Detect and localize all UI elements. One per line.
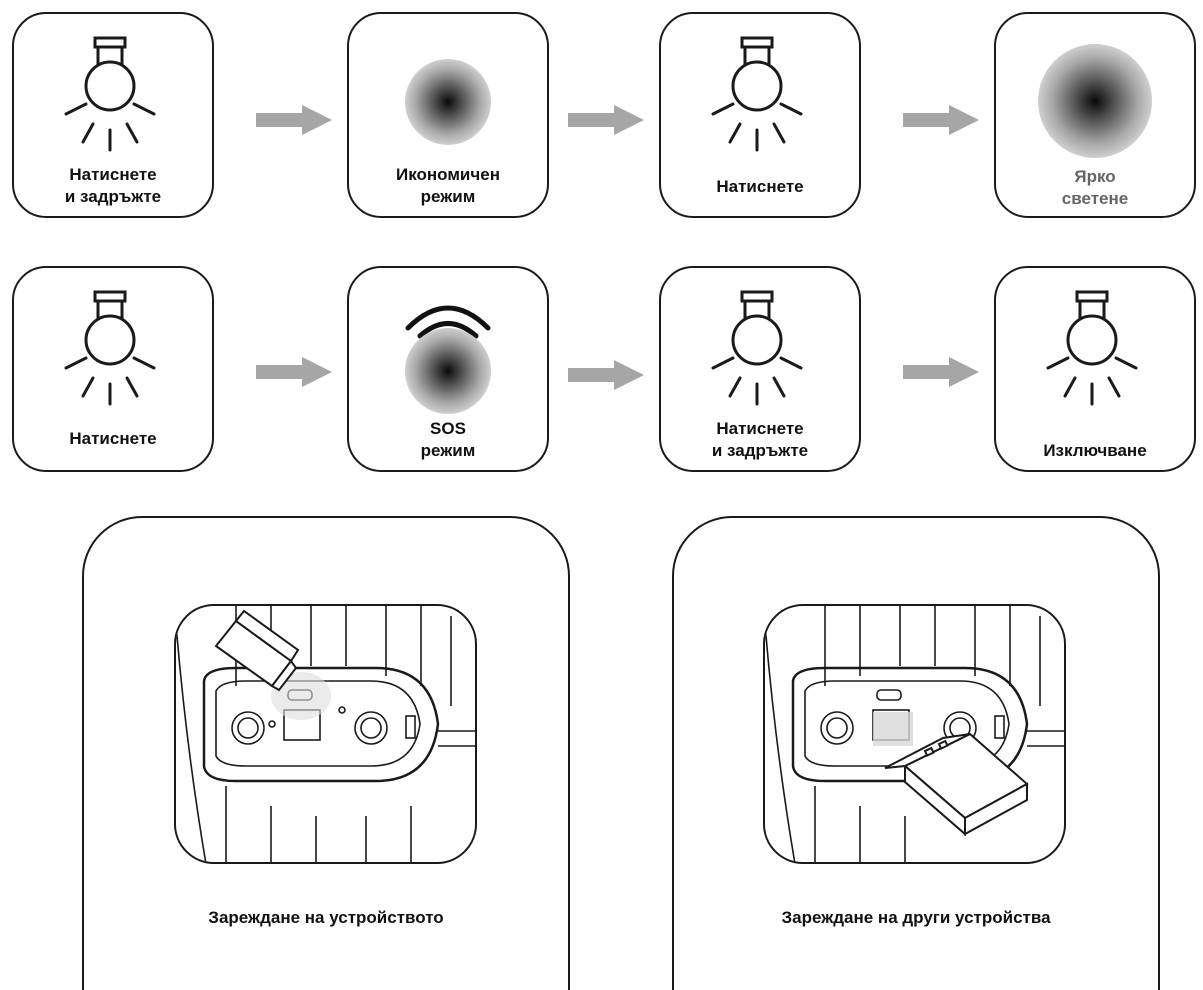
charging-others-panel: Зареждане на други устройства [672,516,1160,990]
bulb-icon [695,288,825,418]
step-label: Изключване [996,440,1194,462]
label-line-1: Натиснете [69,429,157,448]
bulb-icon [48,288,178,418]
step-card-eco-mode: Икономичен режим [347,12,549,218]
step-card-off: Изключване [994,266,1196,472]
arrow-right-icon [903,357,979,387]
charging-device-panel: Зареждане на устройството [82,516,570,990]
label-line-1: Изключване [1043,441,1147,460]
bulb-icon [1030,288,1160,418]
step-card-hold-2: Натиснете и задръжте [659,266,861,472]
usb-a-plug-icon [765,606,1064,862]
sos-glow-icon [405,305,491,414]
usb-c-cable-plugged-icon [176,606,475,862]
step-label: Икономичен режим [349,164,547,208]
label-line-1: Натиснете [69,165,157,184]
step-label: Натиснете и задръжте [14,164,212,208]
arrow-right-icon [256,105,332,135]
label-line-1: Икономичен [396,165,500,184]
bulb-icon [48,34,178,164]
step-label: Натиснете и задръжте [661,418,859,462]
step-card-press-2: Натиснете [12,266,214,472]
charging-device-caption: Зареждане на устройството [208,908,444,927]
label-line-2: и задръжте [64,187,162,206]
step-card-bright: Ярко светене [994,12,1196,218]
step-card-sos-mode: SOS режим [347,266,549,472]
arrow-right-icon [568,105,644,135]
label-line-1: Ярко [1074,167,1116,186]
label-line-1: Натиснете [716,419,804,438]
label-line-2: режим [420,441,476,460]
step-card-hold-1: Натиснете и задръжте [12,12,214,218]
usb-port-illustration [763,604,1066,864]
arrow-right-icon [568,360,644,390]
dim-glow-icon [405,59,491,145]
label-line-2: и задръжте [711,441,809,460]
arrow-right-icon [256,357,332,387]
label-line-1: Натиснете [716,177,804,196]
bulb-icon [695,34,825,164]
label-line-1: SOS [430,419,466,438]
step-label: SOS режим [349,418,547,462]
step-label: Натиснете [661,176,859,198]
bright-glow-icon [1038,44,1152,158]
step-label: Натиснете [14,428,212,450]
label-line-2: светене [1061,189,1129,208]
step-card-press-1: Натиснете [659,12,861,218]
charging-others-caption: Зареждане на други устройства [781,908,1051,927]
arrow-right-icon [903,105,979,135]
step-label: Ярко светене [996,166,1194,210]
charging-port-illustration [174,604,477,864]
label-line-2: режим [420,187,476,206]
